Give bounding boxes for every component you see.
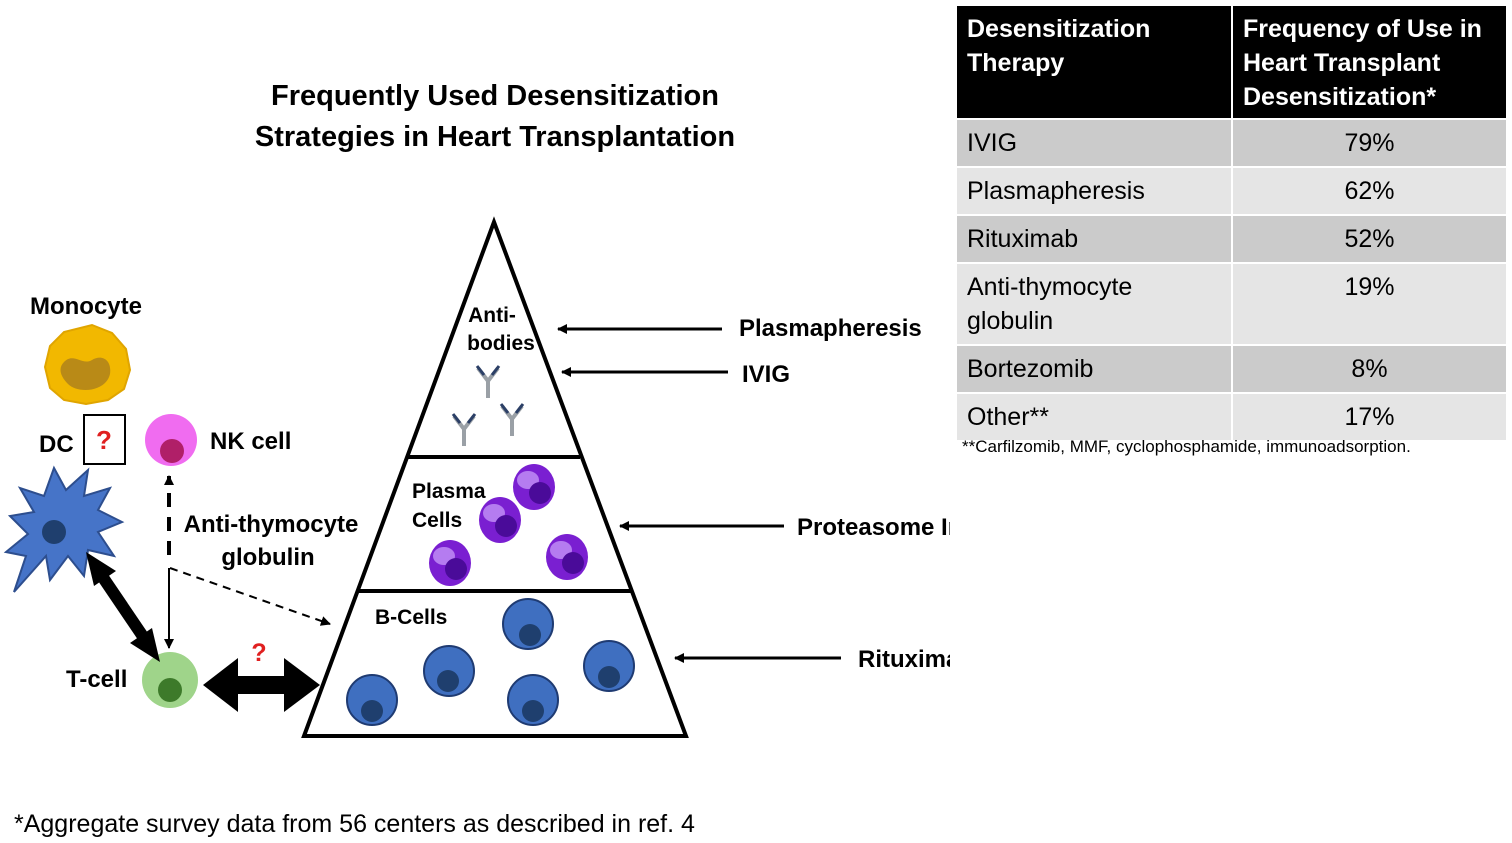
table-row: Rituximab 52% (957, 214, 1506, 263)
plasma-cell-icon (546, 534, 588, 580)
table-cell-frequency: 19% (1231, 262, 1506, 345)
table-cell-therapy: Anti-thymocyte globulin (957, 262, 1232, 345)
b-cell-icon (502, 598, 554, 650)
table-cell-therapy: Plasmapheresis (957, 166, 1232, 215)
nk-cell-label: NK cell (210, 428, 291, 455)
table-cell-frequency: 79% (1231, 118, 1506, 167)
plasma-cell-icon (513, 464, 555, 510)
plasma-cells-label-1: Plasma (412, 480, 486, 503)
atg-label-1: Anti-thymocyte (184, 511, 359, 538)
dc-question-box (83, 414, 126, 465)
antibodies-label-2: bodies (467, 332, 535, 355)
b-cell-icon (423, 645, 475, 697)
table-row: Plasmapheresis 62% (957, 166, 1506, 215)
nk-cell-icon (145, 414, 197, 466)
table-cell-frequency: 17% (1231, 392, 1506, 440)
table-row: Other** 17% (957, 392, 1506, 440)
table-row: Anti-thymocyte globulin 19% (957, 262, 1506, 345)
table-cell-therapy: IVIG (957, 118, 1232, 167)
t-cell-icon (142, 652, 198, 708)
plasma-cells-label-2: Cells (412, 509, 462, 532)
tcell-bcell-question-mark: ? (251, 639, 266, 667)
table-cell-therapy: Other** (957, 392, 1232, 440)
ivig-label: IVIG (742, 361, 790, 388)
monocyte-label: Monocyte (30, 293, 142, 320)
atg-to-bcell-dashed-arrow (169, 567, 331, 626)
table-footnote: **Carfilzomib, MMF, cyclophosphamide, im… (962, 437, 1411, 456)
title-line-2: Strategies in Heart Transplantation (254, 121, 736, 153)
table-row: Bortezomib 8% (957, 344, 1506, 393)
table-header-row: Desensitization Therapy Frequency of Use… (957, 6, 1506, 119)
dc-label: DC (39, 431, 74, 458)
plasma-cell-icon (479, 497, 521, 543)
title-line-1: Frequently Used Desensitization (271, 80, 719, 112)
b-cell-icon (583, 640, 635, 692)
dendritic-cell-icon (3, 465, 125, 593)
table-row: IVIG 79% (957, 118, 1506, 167)
rituximab-label: Rituximab (858, 646, 950, 673)
b-cell-icon (507, 674, 559, 726)
plasmapheresis-label: Plasmapheresis (739, 315, 922, 342)
figure-footnote: *Aggregate survey data from 56 centers a… (14, 810, 695, 838)
dc-tcell-double-arrow (86, 552, 160, 662)
table-cell-frequency: 8% (1231, 344, 1506, 393)
table-cell-frequency: 62% (1231, 166, 1506, 215)
atg-label-2: globulin (221, 544, 314, 571)
table-header-therapy: Desensitization Therapy (957, 6, 1232, 119)
pyramid (301, 216, 689, 738)
t-cell-label: T-cell (66, 666, 127, 693)
plasma-cell-icon (429, 540, 471, 586)
b-cell-icon (346, 674, 398, 726)
frequency-table: Desensitization Therapy Frequency of Use… (957, 6, 1506, 440)
figure-title: Frequently Used Desensitization Strategi… (225, 76, 765, 158)
proteasome-inhibitors-label: Proteasome Inhibitors (797, 514, 950, 541)
table-cell-therapy: Bortezomib (957, 344, 1232, 393)
monocyte-icon (43, 323, 132, 406)
antibodies-label-1: Anti- (468, 304, 516, 327)
dc-question-mark: ? (96, 425, 112, 455)
table-cell-frequency: 52% (1231, 214, 1506, 263)
table-cell-therapy: Rituximab (957, 214, 1232, 263)
table-header-frequency: Frequency of Use in Heart Transplant Des… (1231, 6, 1506, 119)
b-cells-label: B-Cells (375, 606, 447, 629)
desensitization-diagram: Anti- bodies Plasma Cells B-Cells Plasma… (3, 216, 950, 738)
tcell-bcell-double-arrow (203, 658, 320, 712)
